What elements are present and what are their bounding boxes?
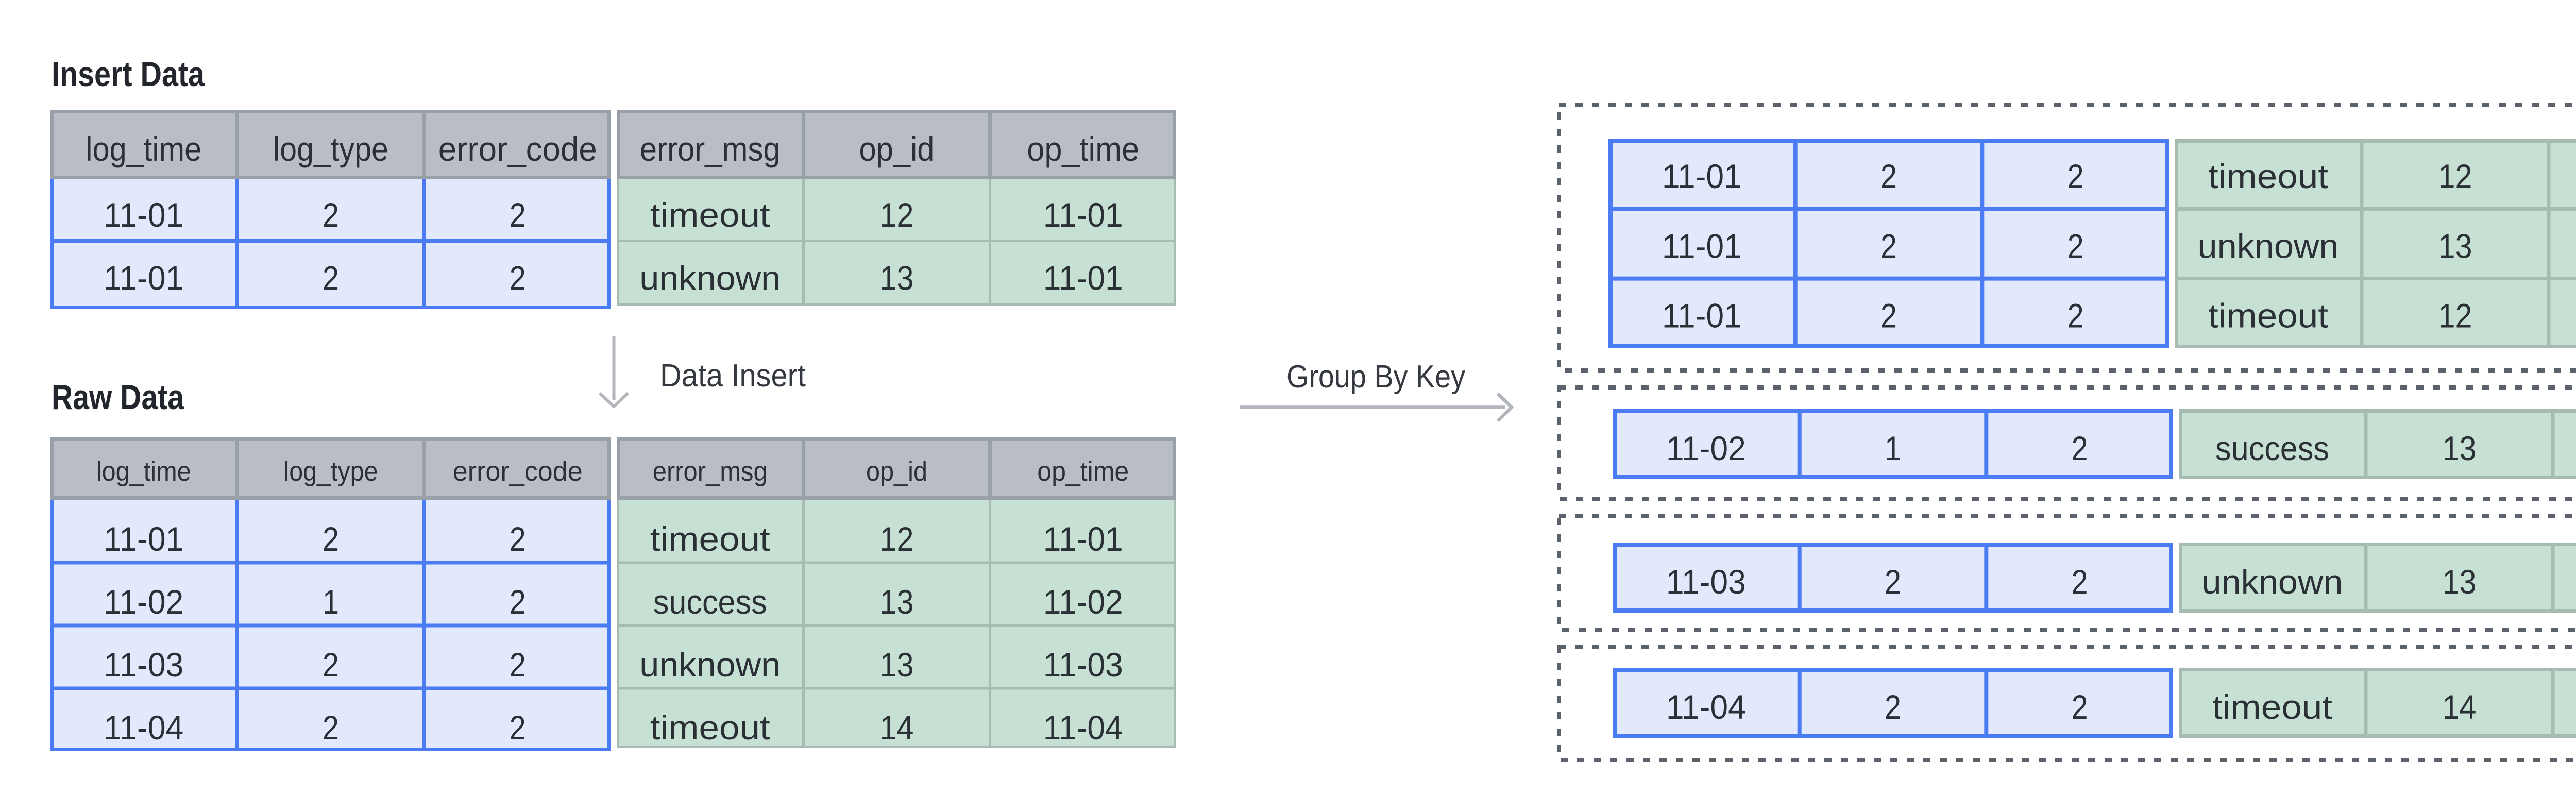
svg-text:12: 12	[2438, 297, 2472, 335]
svg-text:14: 14	[2443, 688, 2477, 726]
svg-text:2: 2	[510, 646, 526, 684]
svg-text:11-04: 11-04	[104, 708, 183, 747]
svg-text:13: 13	[2443, 429, 2477, 467]
svg-text:1: 1	[323, 583, 339, 621]
svg-text:op_time: op_time	[1037, 456, 1129, 487]
svg-text:11-01: 11-01	[104, 259, 183, 297]
svg-text:12: 12	[880, 196, 914, 234]
svg-text:unknown: unknown	[639, 646, 781, 684]
svg-text:2: 2	[2067, 157, 2084, 195]
svg-text:unknown: unknown	[639, 259, 781, 297]
svg-text:2: 2	[2072, 688, 2088, 726]
svg-text:11-01: 11-01	[1662, 227, 1742, 265]
svg-text:2: 2	[1880, 157, 1897, 195]
svg-text:14: 14	[880, 708, 914, 747]
svg-text:error_msg: error_msg	[653, 456, 768, 487]
svg-text:2: 2	[323, 708, 339, 747]
svg-text:timeout: timeout	[650, 520, 770, 558]
svg-text:Data Insert: Data Insert	[660, 358, 806, 394]
svg-text:2: 2	[1880, 297, 1897, 335]
svg-text:11-01: 11-01	[1043, 520, 1123, 558]
svg-text:Raw Data: Raw Data	[52, 378, 184, 417]
svg-text:log_time: log_time	[96, 456, 191, 487]
svg-text:13: 13	[2443, 563, 2477, 601]
svg-text:2: 2	[510, 583, 526, 621]
svg-text:op_time: op_time	[1027, 130, 1139, 168]
svg-text:2: 2	[2067, 297, 2084, 335]
svg-text:11-03: 11-03	[1666, 563, 1746, 601]
svg-text:13: 13	[880, 646, 914, 684]
svg-text:error_code: error_code	[453, 456, 583, 487]
svg-text:timeout: timeout	[2208, 297, 2328, 335]
svg-text:2: 2	[323, 196, 339, 234]
svg-text:timeout: timeout	[650, 708, 770, 747]
svg-text:error_msg: error_msg	[640, 130, 781, 168]
svg-text:1: 1	[1885, 429, 1901, 467]
svg-text:timeout: timeout	[2212, 688, 2332, 726]
svg-text:2: 2	[510, 708, 526, 747]
svg-text:11-04: 11-04	[1043, 708, 1123, 747]
svg-text:2: 2	[1885, 563, 1901, 601]
svg-text:11-01: 11-01	[1043, 196, 1123, 234]
svg-text:unknown: unknown	[2202, 563, 2343, 601]
svg-text:op_id: op_id	[866, 456, 927, 487]
svg-text:11-01: 11-01	[104, 196, 183, 234]
svg-text:2: 2	[510, 196, 526, 234]
svg-text:2: 2	[1885, 688, 1901, 726]
svg-text:op_id: op_id	[859, 130, 935, 168]
svg-text:12: 12	[880, 520, 914, 558]
svg-text:11-02: 11-02	[104, 583, 183, 621]
svg-text:13: 13	[2438, 227, 2472, 265]
svg-text:11-03: 11-03	[1043, 646, 1123, 684]
svg-text:11-01: 11-01	[104, 520, 183, 558]
svg-text:2: 2	[1880, 227, 1897, 265]
svg-text:success: success	[2215, 429, 2329, 467]
svg-text:11-01: 11-01	[1043, 259, 1123, 297]
svg-text:Insert Data: Insert Data	[52, 55, 205, 94]
svg-text:2: 2	[323, 520, 339, 558]
svg-text:2: 2	[510, 259, 526, 297]
svg-text:timeout: timeout	[2208, 157, 2328, 195]
svg-text:2: 2	[323, 259, 339, 297]
svg-text:success: success	[653, 583, 767, 621]
svg-text:2: 2	[2072, 429, 2088, 467]
svg-text:11-02: 11-02	[1666, 429, 1746, 467]
svg-text:12: 12	[2438, 157, 2472, 195]
svg-text:error_code: error_code	[438, 130, 597, 168]
svg-text:13: 13	[880, 259, 914, 297]
svg-text:11-01: 11-01	[1662, 157, 1742, 195]
svg-text:11-04: 11-04	[1666, 688, 1746, 726]
svg-text:timeout: timeout	[650, 196, 770, 234]
svg-text:2: 2	[2067, 227, 2084, 265]
svg-text:11-01: 11-01	[1662, 297, 1742, 335]
svg-text:2: 2	[323, 646, 339, 684]
svg-text:11-02: 11-02	[1043, 583, 1123, 621]
svg-text:2: 2	[510, 520, 526, 558]
svg-text:13: 13	[880, 583, 914, 621]
svg-text:log_type: log_type	[273, 130, 388, 168]
svg-text:log_time: log_time	[86, 130, 201, 168]
svg-text:2: 2	[2072, 563, 2088, 601]
svg-text:11-03: 11-03	[104, 646, 183, 684]
svg-text:Group By Key: Group By Key	[1286, 359, 1465, 395]
svg-text:unknown: unknown	[2198, 227, 2339, 265]
svg-text:log_type: log_type	[284, 456, 378, 487]
